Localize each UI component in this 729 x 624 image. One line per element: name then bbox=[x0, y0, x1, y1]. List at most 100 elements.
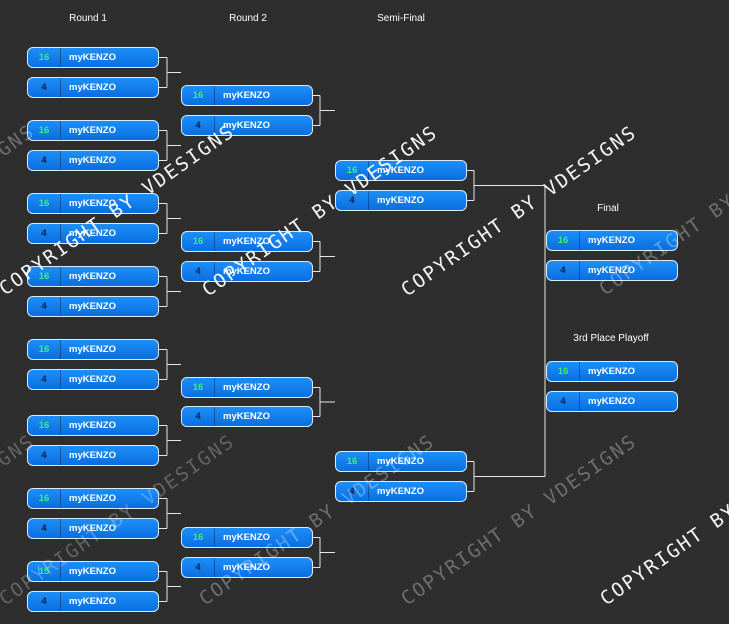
seed-number: 16 bbox=[182, 232, 215, 251]
team-name: myKENZO bbox=[69, 420, 116, 431]
team-name: myKENZO bbox=[223, 562, 270, 573]
bracket-slot[interactable]: 4 myKENZO bbox=[27, 591, 159, 612]
team-name: myKENZO bbox=[69, 301, 116, 312]
bracket-slot[interactable]: 4 myKENZO bbox=[181, 406, 313, 427]
bracket-slot[interactable]: 4 myKENZO bbox=[27, 445, 159, 466]
bracket-slot[interactable]: 4 myKENZO bbox=[546, 260, 678, 281]
seed-number: 4 bbox=[28, 78, 61, 97]
team-name: myKENZO bbox=[69, 450, 116, 461]
team-name: myKENZO bbox=[69, 125, 116, 136]
bracket-slot[interactable]: 4 myKENZO bbox=[335, 481, 467, 502]
team-name: myKENZO bbox=[223, 236, 270, 247]
seed-number: 4 bbox=[28, 446, 61, 465]
team-name: myKENZO bbox=[69, 596, 116, 607]
seed-number: 16 bbox=[182, 86, 215, 105]
bracket-slot[interactable]: 16 myKENZO bbox=[27, 47, 159, 68]
bracket-slot[interactable]: 4 myKENZO bbox=[181, 115, 313, 136]
seed-number: 4 bbox=[182, 558, 215, 577]
bracket-slot[interactable]: 4 myKENZO bbox=[27, 150, 159, 171]
team-name: myKENZO bbox=[223, 532, 270, 543]
bracket-slot[interactable]: 15 myKENZO bbox=[27, 561, 159, 582]
bracket-slot[interactable]: 16 myKENZO bbox=[181, 377, 313, 398]
bracket-slot[interactable]: 4 myKENZO bbox=[546, 391, 678, 412]
team-name: myKENZO bbox=[223, 266, 270, 277]
seed-number: 4 bbox=[336, 482, 369, 501]
seed-number: 16 bbox=[28, 121, 61, 140]
seed-number: 16 bbox=[182, 528, 215, 547]
team-name: myKENZO bbox=[69, 155, 116, 166]
seed-number: 4 bbox=[547, 261, 580, 280]
seed-number: 4 bbox=[28, 151, 61, 170]
team-name: myKENZO bbox=[588, 265, 635, 276]
team-name: myKENZO bbox=[69, 493, 116, 504]
bracket-slot[interactable]: 4 myKENZO bbox=[181, 557, 313, 578]
seed-number: 4 bbox=[182, 116, 215, 135]
bracket-slot[interactable]: 16 myKENZO bbox=[181, 85, 313, 106]
bracket-slot[interactable]: 16 myKENZO bbox=[335, 160, 467, 181]
round2-label: Round 2 bbox=[229, 13, 267, 24]
final-label: Final bbox=[597, 203, 619, 214]
seed-number: 16 bbox=[547, 362, 580, 381]
seed-number: 16 bbox=[28, 194, 61, 213]
team-name: myKENZO bbox=[69, 82, 116, 93]
bracket-slot[interactable]: 4 myKENZO bbox=[181, 261, 313, 282]
team-name: myKENZO bbox=[588, 235, 635, 246]
seed-number: 4 bbox=[336, 191, 369, 210]
bracket-slot[interactable]: 16 myKENZO bbox=[27, 193, 159, 214]
bracket-slot[interactable]: 16 myKENZO bbox=[27, 415, 159, 436]
team-name: myKENZO bbox=[69, 271, 116, 282]
team-name: myKENZO bbox=[377, 486, 424, 497]
seed-number: 16 bbox=[28, 489, 61, 508]
team-name: myKENZO bbox=[69, 374, 116, 385]
bracket-slot[interactable]: 4 myKENZO bbox=[335, 190, 467, 211]
seed-number: 4 bbox=[182, 262, 215, 281]
bracket-slot[interactable]: 16 myKENZO bbox=[27, 120, 159, 141]
seed-number: 4 bbox=[182, 407, 215, 426]
team-name: myKENZO bbox=[223, 411, 270, 422]
team-name: myKENZO bbox=[377, 165, 424, 176]
seed-number: 4 bbox=[547, 392, 580, 411]
bracket-slot[interactable]: 4 myKENZO bbox=[27, 77, 159, 98]
team-name: myKENZO bbox=[69, 566, 116, 577]
seed-number: 15 bbox=[28, 562, 61, 581]
seed-number: 4 bbox=[28, 370, 61, 389]
semi-final-label: Semi-Final bbox=[377, 13, 425, 24]
team-name: myKENZO bbox=[588, 366, 635, 377]
team-name: myKENZO bbox=[377, 195, 424, 206]
seed-number: 16 bbox=[28, 48, 61, 67]
seed-number: 4 bbox=[28, 519, 61, 538]
round1-label: Round 1 bbox=[69, 13, 107, 24]
team-name: myKENZO bbox=[69, 523, 116, 534]
bracket-slot[interactable]: 16 myKENZO bbox=[181, 231, 313, 252]
team-name: myKENZO bbox=[223, 382, 270, 393]
team-name: myKENZO bbox=[223, 120, 270, 131]
seed-number: 4 bbox=[28, 592, 61, 611]
seed-number: 16 bbox=[182, 378, 215, 397]
team-name: myKENZO bbox=[69, 198, 116, 209]
team-name: myKENZO bbox=[377, 456, 424, 467]
bracket-slot[interactable]: 16 myKENZO bbox=[181, 527, 313, 548]
seed-number: 16 bbox=[28, 267, 61, 286]
bracket-slot[interactable]: 16 myKENZO bbox=[546, 361, 678, 382]
seed-number: 4 bbox=[28, 224, 61, 243]
bracket-slot[interactable]: 4 myKENZO bbox=[27, 369, 159, 390]
bracket-slot[interactable]: 4 myKENZO bbox=[27, 518, 159, 539]
team-name: myKENZO bbox=[69, 228, 116, 239]
team-name: myKENZO bbox=[588, 396, 635, 407]
bracket-slot[interactable]: 16 myKENZO bbox=[27, 488, 159, 509]
bracket-slot[interactable]: 16 myKENZO bbox=[27, 266, 159, 287]
bracket-slot[interactable]: 4 myKENZO bbox=[27, 296, 159, 317]
seed-number: 4 bbox=[28, 297, 61, 316]
bracket-slot[interactable]: 16 myKENZO bbox=[335, 451, 467, 472]
seed-number: 16 bbox=[28, 416, 61, 435]
team-name: myKENZO bbox=[69, 344, 116, 355]
seed-number: 16 bbox=[336, 161, 369, 180]
team-name: myKENZO bbox=[223, 90, 270, 101]
seed-number: 16 bbox=[336, 452, 369, 471]
third-place-label: 3rd Place Playoff bbox=[573, 333, 649, 344]
bracket-slot[interactable]: 4 myKENZO bbox=[27, 223, 159, 244]
team-name: myKENZO bbox=[69, 52, 116, 63]
